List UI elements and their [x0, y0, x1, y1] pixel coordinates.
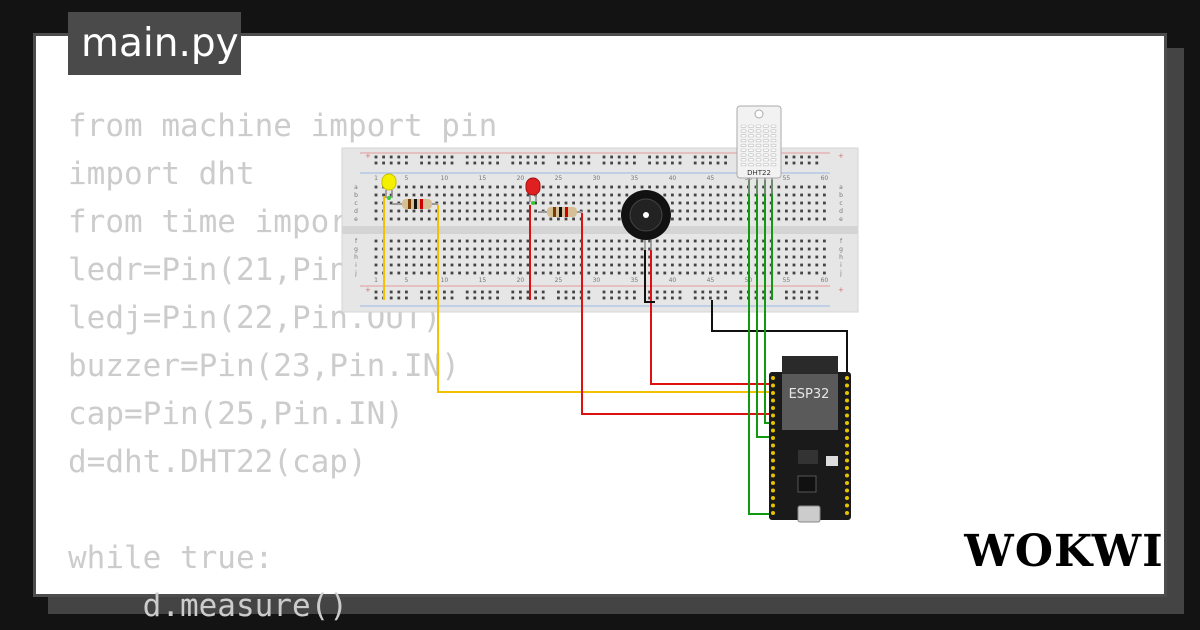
- code-line: d=dht.DHT22(cap): [68, 444, 367, 480]
- rail-plus-label: +: [838, 152, 844, 160]
- breadboard-row-letter: c: [354, 200, 357, 207]
- breadboard-column-number: 35: [631, 277, 639, 284]
- yellow-led[interactable]: [381, 173, 397, 200]
- breadboard-column-number: 55: [783, 277, 791, 284]
- code-line: while true:: [68, 540, 274, 576]
- breadboard-column-number: 60: [821, 277, 829, 284]
- breadboard-row-letter: i: [840, 262, 842, 269]
- breadboard-row-letter: g: [839, 246, 843, 253]
- breadboard-holes: [374, 155, 826, 300]
- code-line: cap=Pin(25,Pin.IN): [68, 396, 404, 432]
- dht-vent-grid: [740, 124, 777, 167]
- wires: [383, 180, 850, 515]
- green-wire: [756, 180, 772, 438]
- esp32-board[interactable]: ESP32: [769, 356, 851, 523]
- code-line: import dht: [68, 156, 255, 192]
- breadboard-column-number: 40: [669, 277, 677, 284]
- resistor: [538, 207, 582, 217]
- rail-plus-label: +: [365, 286, 371, 294]
- breadboard-row-letter: h: [354, 254, 358, 261]
- breadboard-column-number: 30: [593, 175, 601, 182]
- red-led[interactable]: [525, 177, 541, 205]
- file-tab-main-py[interactable]: main.py: [68, 12, 241, 75]
- breadboard-column-number: 30: [593, 277, 601, 284]
- breadboard-column-number: 1: [374, 277, 378, 284]
- breadboard-row-letter: a: [839, 184, 843, 191]
- breadboard-column-number: 10: [441, 175, 449, 182]
- breadboard-column-number: 15: [479, 277, 487, 284]
- code-line: buzzer=Pin(23,Pin.IN): [68, 348, 460, 384]
- wokwi-logo: WOKWI: [963, 526, 1162, 577]
- breadboard-row-letter: b: [354, 192, 358, 199]
- breadboard-row-letter: a: [354, 184, 358, 191]
- breadboard-row-letter: e: [354, 216, 358, 223]
- breadboard-column-number: 5: [404, 175, 408, 182]
- breadboard-row-letter: f: [355, 238, 358, 245]
- wokwi-logo-text: WOKWI: [963, 526, 1163, 577]
- code-line: d.measure(): [68, 588, 348, 624]
- breadboard-row-letter: g: [354, 246, 358, 253]
- breadboard-column-number: 20: [517, 277, 525, 284]
- breadboard-row-letter: b: [839, 192, 843, 199]
- buzzer[interactable]: [621, 190, 671, 250]
- breadboard-row-letter: c: [839, 200, 842, 207]
- breadboard-row-letter: f: [840, 238, 843, 245]
- breadboard-column-number: 45: [707, 277, 715, 284]
- breadboard-column-number: 15: [479, 175, 487, 182]
- green-wire: [748, 180, 772, 515]
- breadboard-row-letter: i: [355, 262, 357, 269]
- breadboard-column-number: 45: [707, 175, 715, 182]
- breadboard-column-number: 25: [555, 175, 563, 182]
- breadboard-row-letter: d: [354, 208, 358, 215]
- black-wire: [644, 250, 655, 303]
- breadboard-row-letter: j: [354, 270, 357, 277]
- breadboard-column-number: 35: [631, 175, 639, 182]
- rail-plus-label: +: [365, 152, 371, 160]
- breadboard-row-letter: h: [839, 254, 843, 261]
- rail-plus-label: +: [838, 286, 844, 294]
- esp32-label: ESP32: [789, 387, 830, 402]
- breadboard-column-number: 25: [555, 277, 563, 284]
- breadboard-column-number: 55: [783, 175, 791, 182]
- breadboard-column-number: 40: [669, 175, 677, 182]
- breadboard-row-letter: d: [839, 208, 843, 215]
- red-wire: [581, 213, 850, 415]
- breadboard-column-number: 5: [404, 277, 408, 284]
- dht22-sensor[interactable]: DHT22: [736, 105, 782, 194]
- resistor: [392, 199, 438, 209]
- breadboard-column-number: 1: [374, 175, 378, 182]
- breadboard-column-number: 60: [821, 175, 829, 182]
- esp32-pins: [771, 376, 849, 515]
- breadboard-column-number: 20: [517, 175, 525, 182]
- breadboard-column-number: 10: [441, 277, 449, 284]
- breadboard-row-letter: e: [839, 216, 843, 223]
- code-line: from machine import pin: [68, 108, 498, 144]
- black-wire: [711, 300, 848, 376]
- yellow-wire: [437, 205, 850, 393]
- dht-label: DHT22: [747, 169, 771, 177]
- breadboard-row-letter: j: [839, 270, 842, 277]
